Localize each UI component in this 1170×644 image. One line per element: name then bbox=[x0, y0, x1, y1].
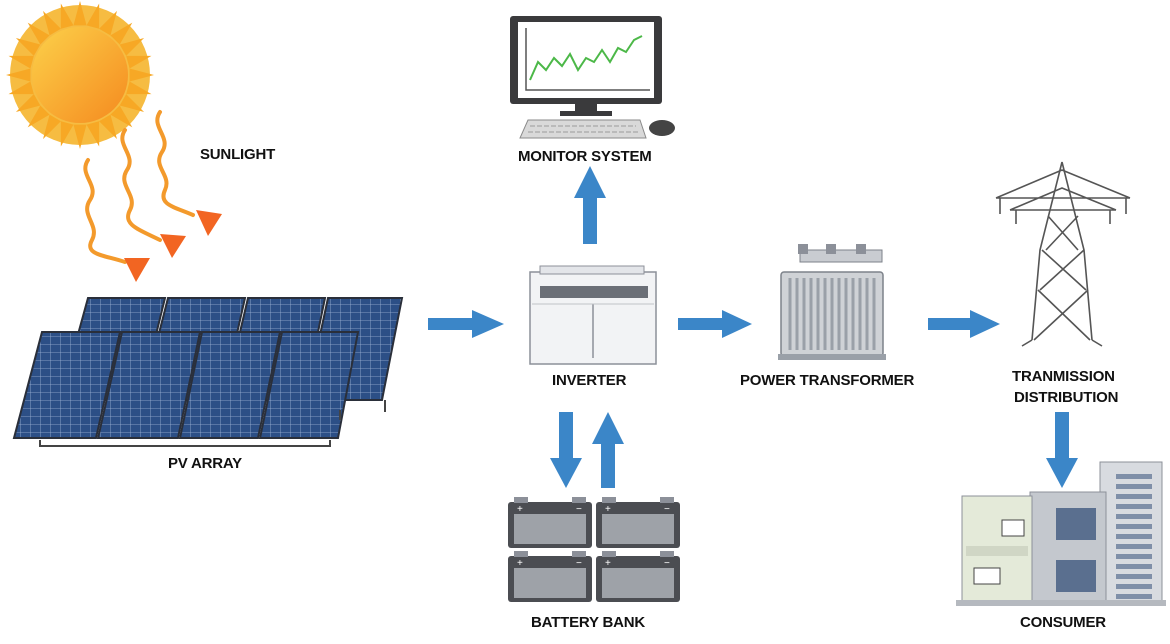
battery-icon: +− bbox=[508, 551, 592, 602]
arrow-inverter-to-battery bbox=[550, 412, 582, 488]
battery-negative-terminal: − bbox=[576, 504, 582, 515]
battery-negative-terminal: − bbox=[664, 504, 670, 515]
label-power-transformer: POWER TRANSFORMER bbox=[740, 372, 915, 389]
battery-positive-terminal: + bbox=[517, 504, 523, 515]
battery-icon: +− bbox=[508, 497, 592, 548]
sun-icon bbox=[6, 1, 154, 149]
label-distribution: DISTRIBUTION bbox=[1014, 389, 1119, 406]
arrow-battery-to-inverter bbox=[592, 412, 624, 488]
arrow-transformer-to-transmission bbox=[928, 310, 1000, 338]
ray-arrowheads bbox=[124, 210, 222, 282]
label-battery-bank: BATTERY BANK bbox=[531, 614, 645, 631]
transformer-icon bbox=[778, 244, 886, 360]
transmission-tower-icon bbox=[995, 161, 1131, 347]
battery-bank: +−+−+−+− bbox=[508, 497, 680, 602]
battery-positive-terminal: + bbox=[605, 504, 611, 515]
keyboard-icon bbox=[519, 119, 647, 139]
label-sunlight: SUNLIGHT bbox=[200, 146, 276, 163]
mouse-icon bbox=[649, 120, 675, 136]
arrow-inverter-to-transformer bbox=[678, 310, 752, 338]
battery-negative-terminal: − bbox=[664, 558, 670, 569]
battery-positive-terminal: + bbox=[605, 558, 611, 569]
arrow-transmission-to-consumer bbox=[1046, 412, 1078, 488]
label-transmission: TRANMISSION bbox=[1012, 368, 1115, 385]
label-pv-array: PV ARRAY bbox=[168, 455, 242, 472]
flow-arrows bbox=[428, 166, 1078, 488]
building-icon bbox=[956, 461, 1166, 606]
label-consumer: CONSUMER bbox=[1020, 614, 1106, 631]
solar-panel-icon bbox=[12, 297, 404, 447]
battery-icon: +− bbox=[596, 497, 680, 548]
monitor-icon bbox=[510, 16, 662, 116]
battery-negative-terminal: − bbox=[576, 558, 582, 569]
arrow-pv-to-inverter bbox=[428, 310, 504, 338]
inverter-icon bbox=[529, 265, 657, 365]
battery-icon: +− bbox=[596, 551, 680, 602]
battery-positive-terminal: + bbox=[517, 558, 523, 569]
sunlight-rays bbox=[83, 110, 195, 264]
label-monitor-system: MONITOR SYSTEM bbox=[518, 148, 652, 165]
arrow-inverter-to-monitor bbox=[574, 166, 606, 244]
label-inverter: INVERTER bbox=[552, 372, 627, 389]
